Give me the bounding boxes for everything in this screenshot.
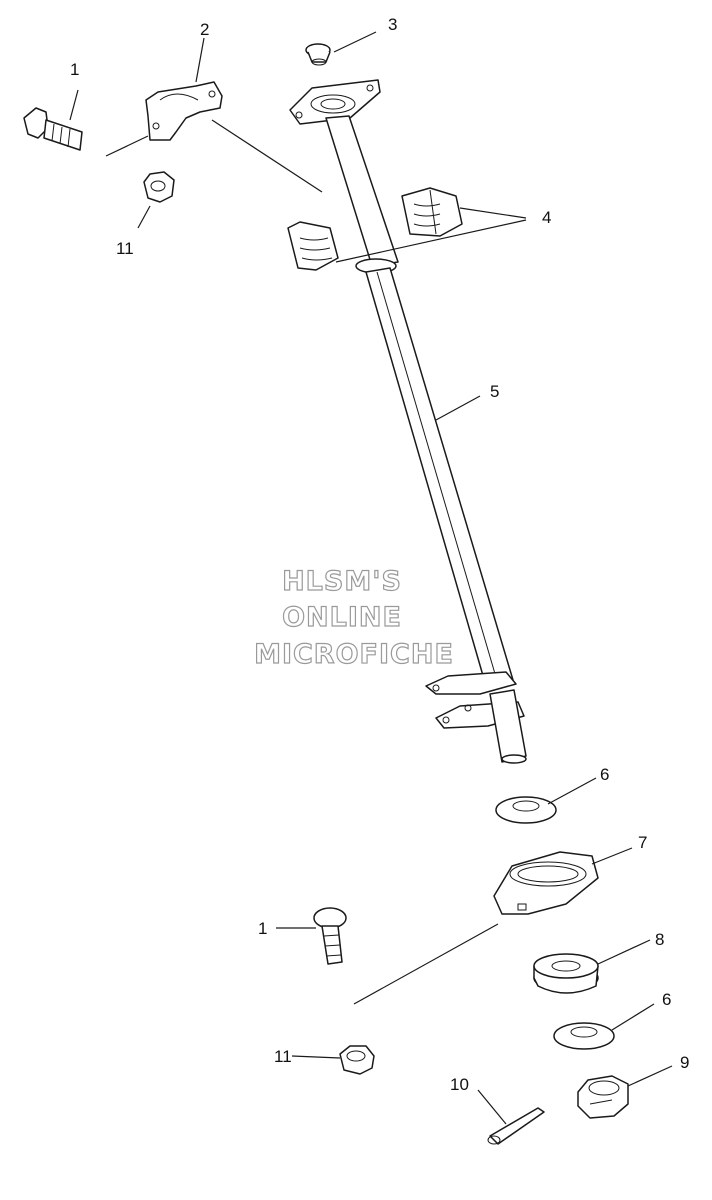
callout-7: 7 [638,833,647,852]
callout-1-upper: 1 [70,60,79,79]
callout-10: 10 [450,1075,469,1094]
callout-9: 9 [680,1053,689,1072]
bushing [305,43,331,66]
callout-8: 8 [655,930,664,949]
clamp [145,81,223,141]
bolt-upper [23,107,83,151]
steering-post [289,79,527,764]
nut-lower [339,1045,375,1075]
callout-11-upper: 11 [116,239,134,258]
callout-4: 4 [542,208,551,227]
washer-lower [553,1022,615,1050]
split-bushing-right [401,187,463,237]
bearing-housing [493,851,599,915]
washer-upper [495,796,557,824]
watermark-line-1: HLSM'S [282,566,402,597]
spacer [533,953,599,994]
split-bushing-left [287,221,339,271]
callout-6-lower: 6 [662,990,671,1009]
watermark: HLSM'S ONLINE MICROFICHE [253,565,454,670]
bolt-lower [313,907,347,965]
callout-1-lower: 1 [258,919,267,938]
watermark-line-2: ONLINE [282,602,402,633]
callout-6-upper: 6 [600,765,609,784]
callout-3: 3 [388,15,397,34]
castle-nut [577,1075,629,1119]
callout-labels: 1 2 3 4 5 6 7 1 8 6 9 10 11 11 [70,15,689,1094]
nut-upper [143,171,175,203]
watermark-line-3: MICROFICHE [254,639,454,670]
callout-5: 5 [490,382,499,401]
callout-11-lower: 11 [274,1047,292,1066]
callout-2: 2 [200,20,209,39]
leader-lines [69,31,673,1125]
cotter-pin [487,1107,545,1145]
